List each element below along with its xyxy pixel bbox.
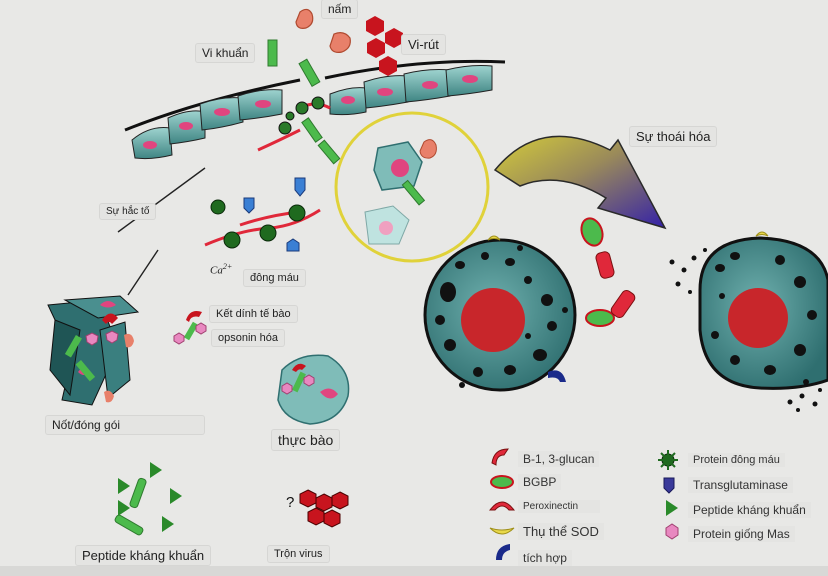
released-granules [669,248,822,412]
phagocytosis-ellipse [334,111,490,263]
epithelial-cells-left [131,89,283,160]
bacteria-group [267,39,341,165]
legend-glucan-label: B-1, 3-glucan [518,451,600,467]
granules [435,245,568,388]
melanization-line [127,249,159,296]
melanization-label: Sự hắc tố [100,204,156,219]
coagulation-label: đông máu [244,270,305,286]
amp-illustration [114,462,182,536]
bacterium [301,117,323,143]
phagocyte-in-ellipse [364,139,437,245]
legend-peroxinectin-label: Peroxinectin [518,500,600,513]
coagulation-cluster [204,177,321,252]
clotting-protein-icon [658,450,678,470]
degradation-arrow [493,135,667,230]
virus-mix-illustration [299,489,349,528]
epithelial-cells-right [329,65,493,116]
legend-mas-label: Protein giống Mas [688,526,795,542]
cell-adhesion-icon [173,311,207,345]
receptor-chain [580,217,636,327]
amp-label: Peptide kháng khuẩn [76,546,211,565]
nodule-cluster [47,295,140,406]
bacterium [267,39,278,67]
epithelium-layer [124,59,506,160]
phagocyte-cell [277,354,350,425]
transglutaminase-icon [663,477,675,494]
phagocytosis-label: thực bào [272,430,340,450]
fungi-spore [329,32,351,53]
sod-receptor-icon [489,527,515,535]
glucan-icon [491,448,509,466]
virus-group [366,16,403,76]
legend-icons [488,448,679,560]
calcium-label: Ca2+ [210,262,233,277]
virus-particle [385,28,403,48]
virus-particle [366,16,384,36]
fungi-spore [295,8,314,29]
virus-label: Vi-rút [402,35,445,54]
virus-particle [367,38,385,58]
legend-transglutaminase-label: Transglutaminase [688,477,793,493]
integrin-icon [496,544,510,560]
nodule-label: Nốt/đóng gói [46,416,204,434]
virus-mix-label: Trộn virus [268,546,329,562]
fungi-label: nấm [322,0,358,18]
virus-particle [379,56,397,76]
peroxinectin-icon [488,501,516,511]
cell-adhesion-label: Kết dính tế bào [210,306,297,322]
melanization-line [117,167,206,233]
bgbp-icon [490,475,514,489]
bacterium [317,139,341,165]
legend-sod-label: Thụ thể SOD [518,523,604,540]
question-mark: ? [286,494,295,511]
hemocyte-degrading [669,231,828,412]
clot-cluster-top [257,96,331,152]
legend-amp-label: Peptide kháng khuẩn [688,502,811,518]
legend-clotting-label: Protein đông máu [688,453,785,467]
bacterium [298,58,321,87]
mas-like-protein-icon [665,523,679,540]
cuticle-line-right [324,59,506,80]
degradation-label: Sự thoái hóa [630,127,717,146]
amp-icon [666,500,678,516]
legend-bgbp-label: BGBP [518,474,562,490]
hemocyte-large [423,235,577,392]
legend-integrin-label: tích hợp [518,550,572,566]
fungi-group [295,8,351,53]
bottom-bar [0,566,828,576]
opsonization-label: opsonin hóa [212,330,284,346]
bacteria-label: Vi khuẩn [196,44,255,62]
